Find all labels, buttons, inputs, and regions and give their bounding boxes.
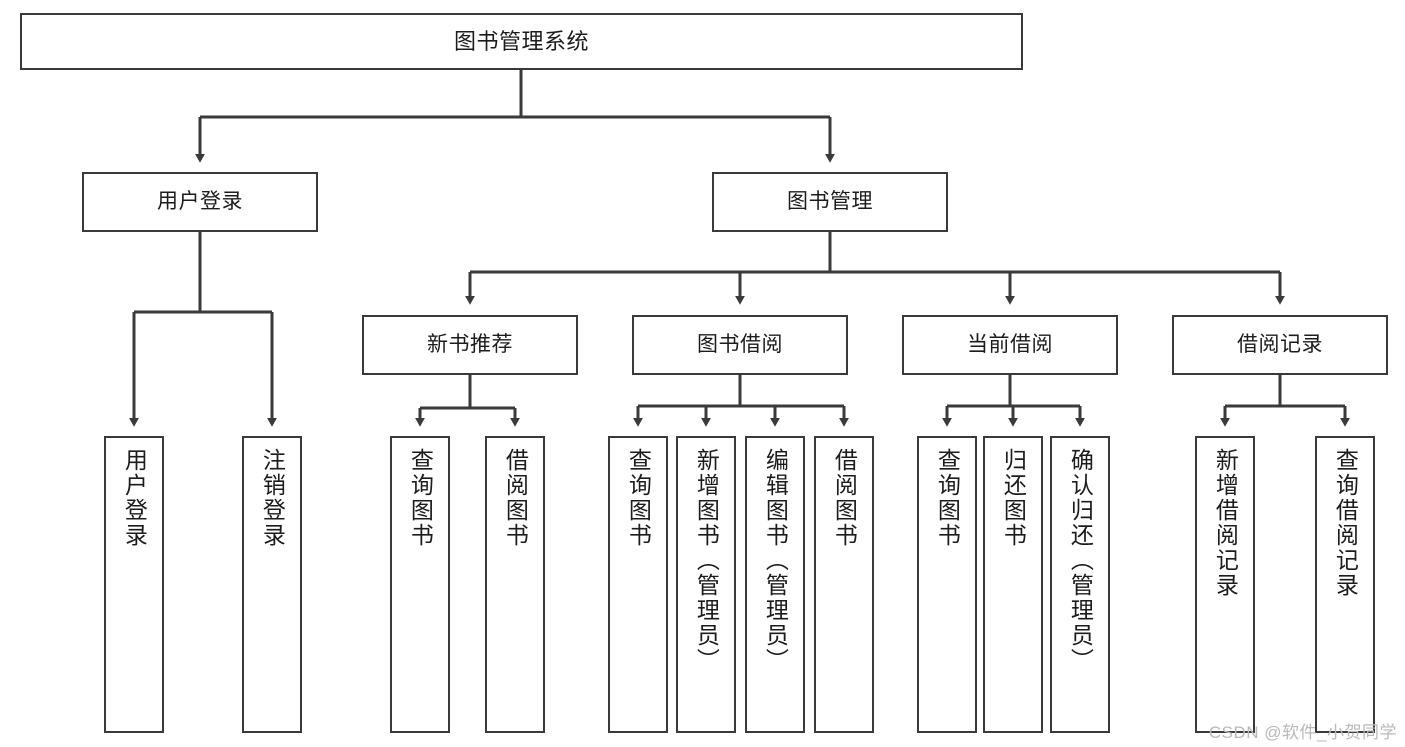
leaf-book-borrow-add-label: 新增图书（管理员） xyxy=(693,448,720,673)
leaf-borrow-record-query-label: 查询借阅记录 xyxy=(1332,448,1359,598)
node-new-book-recommend[interactable]: 新书推荐 xyxy=(362,315,578,375)
leaf-borrow-record-add[interactable]: 新增借阅记录 xyxy=(1195,436,1255,733)
node-book-borrow-label: 图书借阅 xyxy=(697,332,783,356)
leaf-current-borrow-query-label: 查询图书 xyxy=(934,448,961,548)
leaf-book-borrow-borrow-label: 借阅图书 xyxy=(831,448,858,548)
leaf-book-borrow-add[interactable]: 新增图书（管理员） xyxy=(676,436,736,733)
node-new-book-recommend-label: 新书推荐 xyxy=(427,332,513,356)
leaf-new-book-borrow-label: 借阅图书 xyxy=(502,448,529,548)
leaf-current-borrow-return[interactable]: 归还图书 xyxy=(983,436,1043,733)
node-book-borrow[interactable]: 图书借阅 xyxy=(632,315,848,375)
leaf-new-book-query-label: 查询图书 xyxy=(407,448,434,548)
csdn-watermark: CSDN @软件_小贺同学 xyxy=(1208,723,1397,742)
node-current-borrow[interactable]: 当前借阅 xyxy=(902,315,1118,375)
node-book-management[interactable]: 图书管理 xyxy=(712,172,948,232)
leaf-user-login-login[interactable]: 用户登录 xyxy=(104,436,164,733)
leaf-user-login-logout-label: 注销登录 xyxy=(259,448,286,548)
node-user-login-label: 用户登录 xyxy=(157,189,243,213)
leaf-current-borrow-return-label: 归还图书 xyxy=(1000,448,1027,548)
node-user-login[interactable]: 用户登录 xyxy=(82,172,318,232)
leaf-current-borrow-query[interactable]: 查询图书 xyxy=(917,436,977,733)
leaf-book-borrow-borrow[interactable]: 借阅图书 xyxy=(814,436,874,733)
leaf-user-login-logout[interactable]: 注销登录 xyxy=(242,436,302,733)
leaf-book-borrow-edit[interactable]: 编辑图书（管理员） xyxy=(745,436,805,733)
node-root-label: 图书管理系统 xyxy=(453,28,589,54)
leaf-book-borrow-query-label: 查询图书 xyxy=(625,448,652,548)
leaf-new-book-query[interactable]: 查询图书 xyxy=(390,436,450,733)
leaf-current-borrow-confirm[interactable]: 确认归还（管理员） xyxy=(1050,436,1110,733)
leaf-borrow-record-query[interactable]: 查询借阅记录 xyxy=(1315,436,1375,733)
node-borrow-record-label: 借阅记录 xyxy=(1237,332,1323,356)
leaf-current-borrow-confirm-label: 确认归还（管理员） xyxy=(1067,448,1094,673)
leaf-borrow-record-add-label: 新增借阅记录 xyxy=(1212,448,1239,598)
node-root[interactable]: 图书管理系统 xyxy=(20,13,1023,70)
leaf-book-borrow-query[interactable]: 查询图书 xyxy=(608,436,668,733)
node-current-borrow-label: 当前借阅 xyxy=(967,332,1053,356)
leaf-user-login-login-label: 用户登录 xyxy=(121,448,148,548)
node-book-management-label: 图书管理 xyxy=(787,189,873,213)
leaf-new-book-borrow[interactable]: 借阅图书 xyxy=(485,436,545,733)
node-borrow-record[interactable]: 借阅记录 xyxy=(1172,315,1388,375)
leaf-book-borrow-edit-label: 编辑图书（管理员） xyxy=(762,448,789,673)
